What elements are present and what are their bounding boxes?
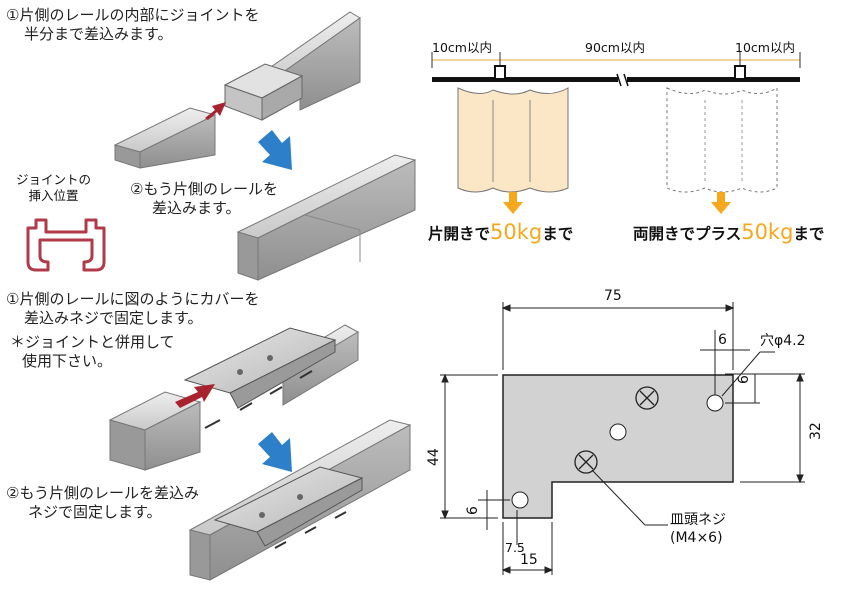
step2-joint-text: ②もう片側のレールを 差込みます。 <box>130 180 278 218</box>
joint-position-label: ジョイントの 挿入位置 <box>16 172 91 203</box>
step1-joint-line2: 半分まで差込みます。 <box>24 24 173 43</box>
rail-joint-step1-illustration <box>113 11 361 169</box>
rail-joint-step2-illustration <box>236 154 417 281</box>
right-margin-label: 10cm以内 <box>735 40 795 55</box>
dim-total-height: 44 <box>426 448 442 466</box>
load-diagram <box>431 52 801 214</box>
dim-hole-offset: 6 <box>718 332 727 348</box>
step2-cover-text: ②もう片側のレールを差込み ネジで固定します。 <box>6 484 199 522</box>
step2-cover-line1: ②もう片側のレールを差込み <box>6 484 199 502</box>
cover-step2-illustration <box>188 419 412 581</box>
double-open-prefix: 両開きでプラス <box>633 225 742 243</box>
joint-profile-icon <box>26 218 106 272</box>
screw-spec: (M4×6) <box>670 530 723 546</box>
cover-note-line1: ＊ジョイントと併用して <box>10 333 175 351</box>
step1-cover-text: ①片側のレールに図のようにカバーを 差込みネジで固定します。 <box>6 290 259 328</box>
joint-position-line1: ジョイントの <box>16 172 92 187</box>
step2-joint-line1: ②もう片側のレールを <box>130 180 278 198</box>
step1-joint-line1: ①片側のレールの内部にジョイントを <box>6 6 260 24</box>
dim-width: 75 <box>604 288 622 304</box>
dim-notch-width: 15 <box>520 552 538 568</box>
single-open-load: 片開きで50kgまで <box>428 219 573 245</box>
single-open-prefix: 片開きで <box>428 225 491 243</box>
orange-arrow-single <box>503 192 523 214</box>
joint-position-line2: 挿入位置 <box>28 187 79 203</box>
dim-notch-height: 6 <box>465 506 481 515</box>
double-open-load: 両開きでプラス50kgまで <box>633 219 824 245</box>
hole-label: 穴φ4.2 <box>760 333 806 349</box>
screw-label: 皿頭ネジ <box>670 512 726 528</box>
blue-down-arrow-2 <box>258 432 292 472</box>
step1-cover-line2: 差込みネジで固定します。 <box>24 308 203 327</box>
step2-cover-line2: ネジで固定します。 <box>28 502 162 521</box>
plate-technical-drawing <box>440 302 805 575</box>
single-open-suffix: まで <box>542 225 574 243</box>
step1-cover-line1: ①片側のレールに図のようにカバーを <box>6 290 260 308</box>
dim-hole-vertical: 6 <box>736 375 752 384</box>
curtain-double <box>666 87 778 193</box>
cover-note-text: ＊ジョイントと併用して 使用下さい。 <box>10 333 175 371</box>
red-insert-arrow-1 <box>205 102 226 120</box>
cover-note-line2: 使用下さい。 <box>22 351 113 370</box>
double-open-weight: 50kg <box>741 220 794 244</box>
curtain-single <box>457 87 569 193</box>
left-margin-label: 10cm以内 <box>432 40 492 55</box>
double-open-suffix: まで <box>793 225 825 243</box>
red-insert-arrow-2 <box>175 384 215 408</box>
dim-hole-left: 7.5 <box>505 540 525 555</box>
orange-arrow-double <box>711 192 731 214</box>
middle-span-label: 90cm以内 <box>585 40 645 55</box>
single-open-weight: 50kg <box>490 220 543 244</box>
dim-right-height: 32 <box>808 422 824 440</box>
blue-down-arrow-1 <box>258 130 292 170</box>
step2-joint-line2: 差込みます。 <box>152 198 241 217</box>
step1-joint-text: ①片側のレールの内部にジョイントを 半分まで差込みます。 <box>6 6 259 44</box>
